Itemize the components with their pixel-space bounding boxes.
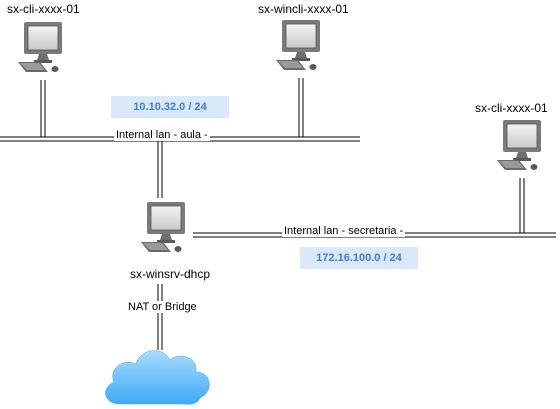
uplink-label: NAT or Bridge [126,301,199,313]
pc-server-icon [140,201,186,253]
subnet-badge-secretaria: 172.16.100.0 / 24 [300,247,418,269]
host-label-server: sx-winsrv-dhcp [129,267,211,281]
subnet-badge-aula: 10.10.32.0 / 24 [111,96,229,118]
network-label-aula: Internal lan - aula - [114,129,210,141]
host-label-cli-right: sx-cli-xxxx-01 [475,101,548,115]
pc-wincli-icon [275,19,321,71]
host-label-wincli: sx-wincli-xxxx-01 [258,2,349,16]
network-label-secretaria: Internal lan - secretaria - [282,225,406,237]
pc-cli-right-icon [496,119,542,171]
internet-cloud-icon [105,350,210,405]
host-links [40,78,525,350]
host-label-cli-left: sx-cli-xxxx-01 [7,2,80,16]
pc-cli-left-icon [17,21,63,73]
